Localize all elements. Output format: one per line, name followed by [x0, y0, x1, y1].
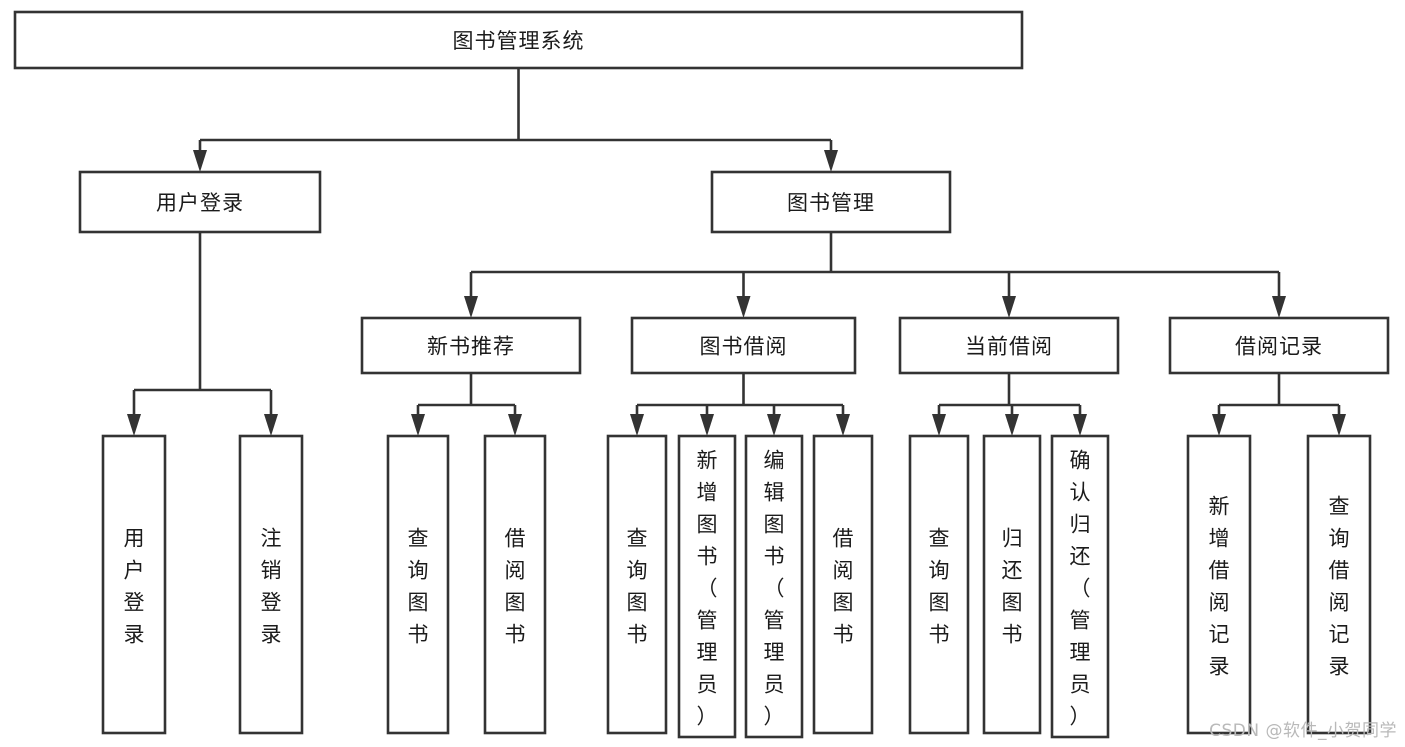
node-box[interactable]	[1168, 316, 1390, 375]
node-leaf-8[interactable]: 借阅图书	[812, 434, 874, 735]
arrow-head-icon	[1272, 296, 1286, 318]
node-label: 图书借阅	[700, 335, 788, 359]
node-box[interactable]	[630, 316, 857, 375]
node-label: 借阅图书	[833, 526, 854, 646]
node-box[interactable]	[483, 434, 547, 735]
node-label: 借阅图书	[505, 526, 526, 646]
node-box[interactable]	[101, 434, 167, 735]
arrow-head-icon	[193, 150, 207, 172]
arrow-head-icon	[824, 150, 838, 172]
arrow-head-icon	[630, 414, 644, 436]
node-label: 用户登录	[156, 191, 244, 215]
arrow-head-icon	[767, 414, 781, 436]
arrow-head-icon	[1332, 414, 1346, 436]
connector-group-root	[193, 68, 838, 172]
node-root[interactable]: 图书管理系统	[13, 10, 1024, 70]
nodes-layer: 图书管理系统用户登录图书管理新书推荐图书借阅当前借阅借阅记录用户登录注销登录查询…	[13, 10, 1390, 739]
node-box[interactable]	[744, 434, 804, 739]
connectors-layer	[127, 68, 1346, 436]
node-label: 查询图书	[929, 526, 950, 646]
node-borrow[interactable]: 图书借阅	[630, 316, 857, 375]
node-label: 归还图书	[1002, 526, 1023, 646]
node-newbook[interactable]: 新书推荐	[360, 316, 582, 375]
node-label: 借阅记录	[1235, 335, 1323, 359]
node-leaf-9[interactable]: 查询图书	[908, 434, 970, 735]
arrow-head-icon	[1073, 414, 1087, 436]
node-box[interactable]	[1050, 434, 1110, 739]
node-leaf-4[interactable]: 借阅图书	[483, 434, 547, 735]
node-label: 新增图书（管理员）	[697, 448, 718, 728]
node-leaf-5[interactable]: 查询图书	[606, 434, 668, 735]
node-label: 注销登录	[261, 526, 282, 646]
node-leaf-11[interactable]: 确认归还（管理员）	[1050, 434, 1110, 739]
node-box[interactable]	[78, 170, 322, 234]
node-box[interactable]	[238, 434, 304, 735]
node-label: 当前借阅	[965, 335, 1053, 359]
node-box[interactable]	[1186, 434, 1252, 735]
node-label: 查询图书	[627, 526, 648, 646]
arrow-head-icon	[700, 414, 714, 436]
arrow-head-icon	[411, 414, 425, 436]
node-box[interactable]	[360, 316, 582, 375]
node-label: 编辑图书（管理员）	[764, 448, 785, 728]
node-label: 确认归还（管理员）	[1070, 448, 1091, 728]
node-leaf-7[interactable]: 编辑图书（管理员）	[744, 434, 804, 739]
connector-group-current	[932, 373, 1087, 436]
node-label: 图书管理系统	[453, 29, 585, 53]
node-leaf-6[interactable]: 新增图书（管理员）	[677, 434, 737, 739]
node-label: 新增借阅记录	[1209, 494, 1230, 678]
connector-group-record	[1212, 373, 1346, 436]
node-label: 用户登录	[124, 526, 145, 646]
node-leaf-1[interactable]: 用户登录	[101, 434, 167, 735]
arrow-head-icon	[1002, 296, 1016, 318]
node-login[interactable]: 用户登录	[78, 170, 322, 234]
node-box[interactable]	[908, 434, 970, 735]
arrow-head-icon	[1212, 414, 1226, 436]
node-label: 图书管理	[787, 191, 875, 215]
node-leaf-13[interactable]: 查询借阅记录	[1306, 434, 1372, 735]
node-box[interactable]	[1306, 434, 1372, 735]
node-box[interactable]	[13, 10, 1024, 70]
arrow-head-icon	[127, 414, 141, 436]
connector-group-login	[127, 232, 278, 436]
arrow-head-icon	[1005, 414, 1019, 436]
node-box[interactable]	[982, 434, 1042, 735]
connector-group-borrow	[630, 373, 850, 436]
arrow-head-icon	[464, 296, 478, 318]
arrow-head-icon	[736, 296, 751, 318]
node-box[interactable]	[812, 434, 874, 735]
node-bookmgmt[interactable]: 图书管理	[710, 170, 952, 234]
node-record[interactable]: 借阅记录	[1168, 316, 1390, 375]
node-label: 查询借阅记录	[1329, 494, 1350, 678]
arrow-head-icon	[508, 414, 522, 436]
arrow-head-icon	[932, 414, 946, 436]
connector-group-bookmgmt	[464, 232, 1286, 318]
node-box[interactable]	[677, 434, 737, 739]
arrow-head-icon	[264, 414, 278, 436]
node-box[interactable]	[710, 170, 952, 234]
node-leaf-12[interactable]: 新增借阅记录	[1186, 434, 1252, 735]
node-leaf-10[interactable]: 归还图书	[982, 434, 1042, 735]
arrow-head-icon	[836, 414, 850, 436]
node-label: 新书推荐	[427, 335, 515, 359]
node-leaf-3[interactable]: 查询图书	[386, 434, 450, 735]
connector-group-newbook	[411, 373, 522, 436]
node-box[interactable]	[386, 434, 450, 735]
node-box[interactable]	[898, 316, 1120, 375]
node-label: 查询图书	[408, 526, 429, 646]
node-box[interactable]	[606, 434, 668, 735]
node-current[interactable]: 当前借阅	[898, 316, 1120, 375]
node-leaf-2[interactable]: 注销登录	[238, 434, 304, 735]
